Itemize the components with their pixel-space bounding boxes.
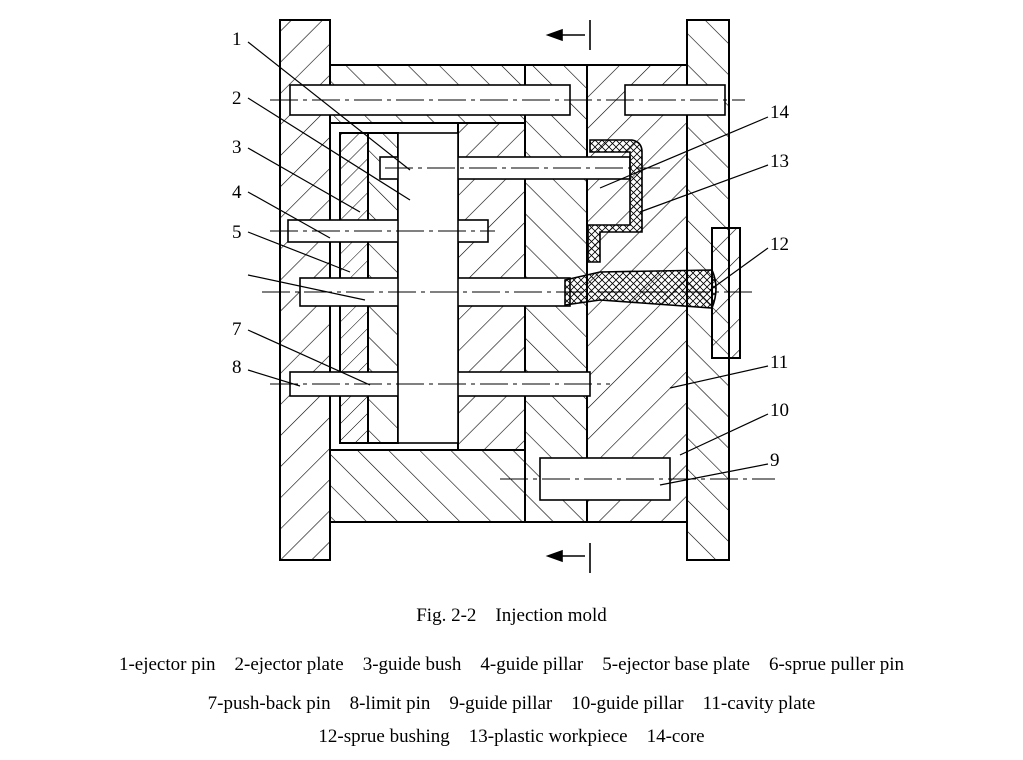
callout-labels: 1 2 3 4 5 7 8 14 13 12 11 10 9 [232, 29, 790, 471]
plastic-workpiece [587, 139, 643, 263]
legend-item: 5-ejector base plate [602, 654, 750, 675]
callout-4: 4 [232, 182, 242, 203]
callout-2: 2 [232, 88, 242, 109]
legend-item: 7-push-back pin [207, 693, 331, 714]
legend-item: 3-guide bush [362, 654, 462, 675]
legend-item: 12-sprue bushing [318, 726, 450, 747]
callout-12: 12 [770, 234, 789, 255]
legend-item: 6-sprue puller pin [768, 654, 905, 675]
ejector-gap [397, 132, 459, 444]
injection-mold-drawing: 1 2 3 4 5 7 8 14 13 12 11 10 9 [232, 19, 790, 573]
figure-caption: Fig. 2-2 Injection mold [0, 605, 1023, 627]
legend-item: 2-ejector plate [234, 654, 344, 675]
callout-14: 14 [770, 102, 790, 123]
leader-lines [247, 41, 769, 486]
core-and-workpiece [564, 139, 717, 309]
legend-item: 11-cavity plate [702, 693, 816, 714]
legend-row-1: 1-ejector pin 2-ejector plate 3-guide bu… [0, 654, 1023, 676]
caption-title: Injection mold [495, 605, 607, 626]
legend-row-3: 12-sprue bushing 13-plastic workpiece 14… [0, 726, 1023, 748]
callout-10: 10 [770, 400, 789, 421]
centerlines [262, 99, 775, 480]
support-block-bottom [329, 449, 526, 523]
legend-item: 13-plastic workpiece [468, 726, 628, 747]
callout-9: 9 [770, 450, 780, 471]
legend-item: 4-guide pillar [480, 654, 584, 675]
legend-item: 8-limit pin [349, 693, 431, 714]
callout-5: 5 [232, 222, 242, 243]
legend-row-2: 7-push-back pin 8-limit pin 9-guide pill… [0, 693, 1023, 715]
legend-item: 10-guide pillar [571, 693, 684, 714]
callout-7: 7 [232, 319, 242, 340]
callout-3: 3 [232, 137, 242, 158]
legend-item: 14-core [646, 726, 705, 747]
caption-number: Fig. 2-2 [416, 605, 477, 626]
legend-item: 1-ejector pin [118, 654, 216, 675]
section-arrows [545, 20, 591, 573]
sprue-runner [564, 269, 717, 309]
callout-13: 13 [770, 151, 789, 172]
callout-1: 1 [232, 29, 242, 50]
callout-8: 8 [232, 357, 242, 378]
legend-item: 9-guide pillar [449, 693, 553, 714]
callout-11: 11 [770, 352, 788, 373]
